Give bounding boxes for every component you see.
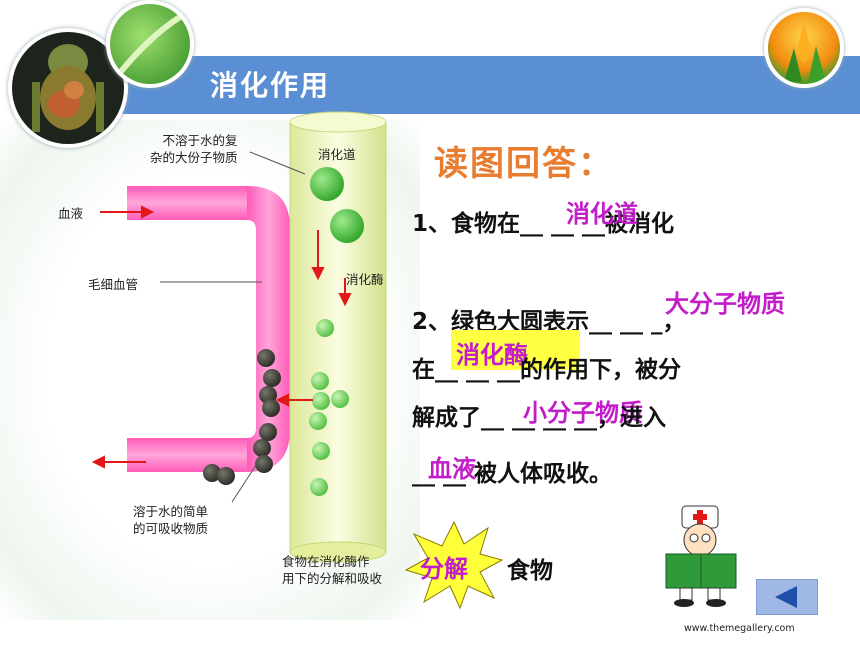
enzyme-label: 消化酶 xyxy=(346,272,384,287)
small-molecule-ball xyxy=(312,442,330,460)
small-molecule-ball xyxy=(309,412,327,430)
q2-line4-blank: __ __ xyxy=(412,461,467,487)
q1-line: 1、食物在__ __ __被消化 xyxy=(412,204,674,238)
absorbed-molecule-ball xyxy=(255,455,273,473)
small-molecule-ball xyxy=(331,390,349,408)
question-heading: 读图回答： xyxy=(434,144,614,184)
absorbed-molecule-ball xyxy=(257,349,275,367)
absorbed-molecule-ball xyxy=(217,467,235,485)
q2-line3-blank: __ __ __ __ xyxy=(481,405,598,431)
q2-line3-prefix: 解成了 xyxy=(412,405,481,431)
q2-answer-2: 消化酶 xyxy=(456,341,528,369)
large-molecule-ball xyxy=(310,167,344,201)
footer-url: www.themegallery.com xyxy=(684,623,795,634)
absorbed-molecule-ball xyxy=(203,464,221,482)
q1-suffix: 被消化 xyxy=(605,211,675,237)
burst-suffix: 食物 xyxy=(507,558,553,584)
q2-line3-suffix: ，进入 xyxy=(597,405,667,431)
q1-prefix: 1、食物在 xyxy=(412,211,521,237)
small-molecule-ball xyxy=(316,319,334,337)
doctor-reading-book-icon xyxy=(665,505,737,607)
page-title: 消化作用 xyxy=(210,69,331,102)
q2-line1-suffix: ， xyxy=(662,309,686,335)
anatomy-photo-icon xyxy=(8,28,128,148)
process-label: 食物在消化酶作 用下的分解和吸收 xyxy=(282,554,383,586)
q2-line4-suffix: 被人体吸收。 xyxy=(466,461,613,487)
starburst-icon xyxy=(404,520,504,610)
small-molecule-ball xyxy=(310,478,328,496)
q2-line2-blank: __ __ __ xyxy=(435,357,521,383)
q2-line-2: 在__ __ __的作用下，被分 xyxy=(412,350,681,384)
digestion-diagram xyxy=(91,111,387,563)
blood-label: 血液 xyxy=(58,206,84,221)
absorbed-molecule-ball xyxy=(262,399,280,417)
q2-line-4: __ __ 被人体吸收。 xyxy=(412,454,612,488)
absorbed-molecule-ball xyxy=(253,439,271,457)
previous-slide-button[interactable] xyxy=(756,579,818,615)
capillary-label: 毛细血管 xyxy=(88,277,139,292)
small-molecule-label: 溶于水的简单 的可吸收物质 xyxy=(133,504,209,536)
absorbed-molecule-ball xyxy=(263,369,281,387)
q2-answer-3: 小分子物质 xyxy=(523,399,643,427)
q2-answer-1: 大分子物质 xyxy=(665,290,785,318)
q2-line-3: 解成了__ __ __ __，进入 xyxy=(412,398,666,432)
q1-answer: 消化道 xyxy=(566,200,638,228)
small-molecule-ball xyxy=(312,392,330,410)
flow-arrows xyxy=(91,205,352,469)
q2-line2-suffix: 的作用下，被分 xyxy=(520,357,682,383)
q2-line2-prefix: 在 xyxy=(412,357,435,383)
q2-answer-4: 血液 xyxy=(428,455,476,483)
small-molecule-ball xyxy=(311,372,329,390)
absorbed-molecule-ball xyxy=(259,423,277,441)
triangle-left-icon xyxy=(775,586,797,608)
flower-photo-icon xyxy=(764,8,844,88)
q1-blank: __ __ __ xyxy=(520,211,606,237)
digestive-tract-label: 消化道 xyxy=(318,147,356,162)
large-molecule-ball xyxy=(330,209,364,243)
big-molecule-label: 不溶于水的复 杂的大份子物质 xyxy=(150,133,238,165)
q2-line1-blank: __ __ _ xyxy=(589,309,663,335)
answer-highlight xyxy=(451,330,580,370)
label-pointer-lines xyxy=(160,151,306,503)
burst-word: 分解 xyxy=(420,555,468,583)
leaf-droplet-photo-icon xyxy=(106,0,194,88)
